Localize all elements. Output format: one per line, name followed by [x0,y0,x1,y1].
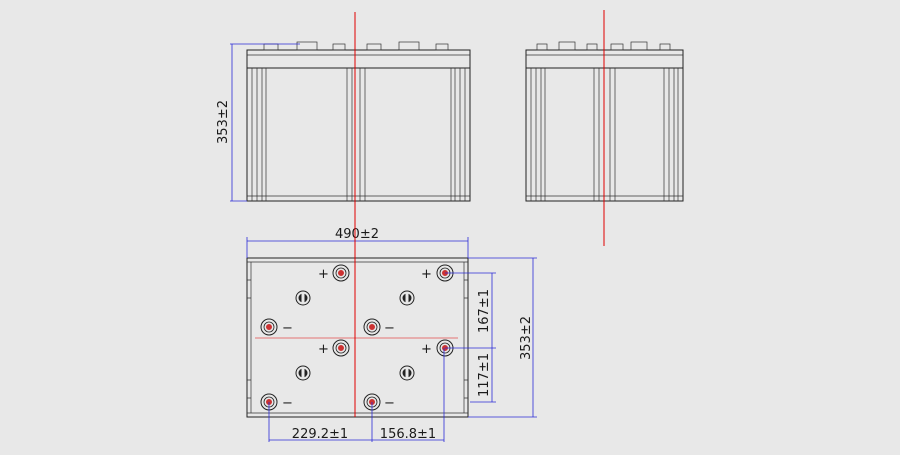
terminals [260,264,454,411]
positive-mark-2: + [421,267,432,282]
vent-cap [399,290,415,306]
center-lines [255,10,605,417]
front-top-terminals [263,41,449,51]
vent-cap [295,290,311,306]
vent-cap [399,365,415,381]
terminal-spacing-x1-label: 229.2±1 [292,427,348,442]
top-depth-label: 353±2 [519,316,534,360]
negative-mark-1: − [282,321,293,336]
positive-mark-4: + [421,342,432,357]
polarity-marks: + + + + − − − − [282,267,432,411]
negative-mark-4: − [384,396,395,411]
positive-mark-1: + [318,267,329,282]
front-height-label: 353±2 [216,100,231,144]
terminal-spacing-y2-label: 117±1 [477,353,492,397]
terminal-post [332,264,350,282]
terminal-spacing-y1-label: 167±1 [477,289,492,333]
front-lid [246,49,471,69]
front-height-dimension: 353±2 [216,43,300,202]
terminal-spacing-x2-label: 156.8±1 [380,427,436,442]
bottom-dimensions: 229.2±1 156.8±1 [268,348,445,442]
front-case [246,67,471,202]
negative-mark-3: − [282,396,293,411]
terminal-post [363,318,381,336]
negative-mark-2: − [384,321,395,336]
right-dimensions: 353±2 167±1 117±1 [445,257,537,418]
terminal-post [260,318,278,336]
terminal-post [332,339,350,357]
top-width-dimension: 490±2 [246,227,469,258]
vent-cap [295,365,311,381]
front-view [246,41,471,202]
positive-mark-3: + [318,342,329,357]
top-view [246,257,469,418]
side-top-terminals [536,41,671,51]
top-case [246,257,469,418]
top-width-label: 490±2 [335,227,379,242]
